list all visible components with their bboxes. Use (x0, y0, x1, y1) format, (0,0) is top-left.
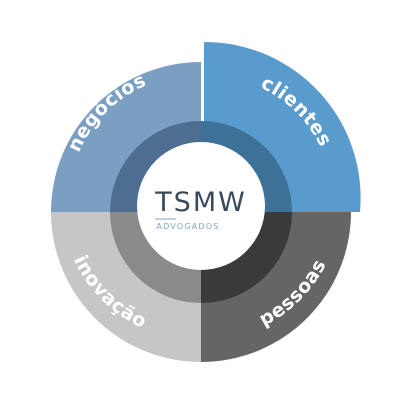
brand-subtitle: ADVOGADOS (156, 222, 219, 231)
inner-ring-pessoas (201, 212, 292, 303)
inner-ring-inovacao (110, 212, 201, 303)
brand-title: TSMW (154, 187, 247, 218)
center-circle (137, 142, 265, 270)
